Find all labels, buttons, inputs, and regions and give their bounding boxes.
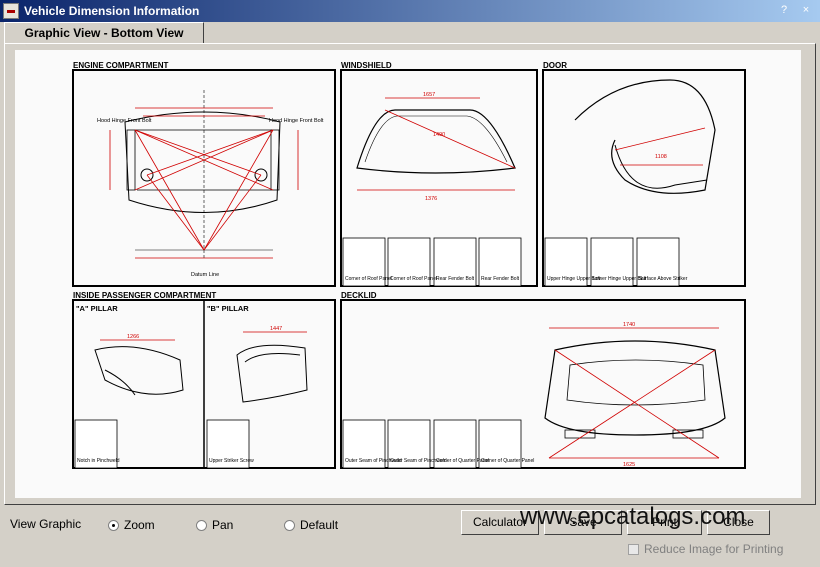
- hood-hinge-right-label: Hood Hinge Front Bolt: [269, 118, 324, 124]
- thumb-ws-4-label: Rear Fender Bolt: [481, 276, 520, 282]
- datum-line-label: Datum Line: [191, 272, 219, 278]
- zoom-radio[interactable]: [108, 520, 119, 531]
- watermark: www.epcatalogs.com: [520, 503, 746, 530]
- decklid-drawing: [544, 327, 726, 459]
- door-drawing: 1108: [574, 79, 716, 194]
- close-button[interactable]: Close: [707, 510, 770, 535]
- thumb-ws-2-label: Corner of Roof Panel: [390, 276, 437, 282]
- windshield-width-value: 1657: [423, 92, 435, 98]
- engine-compartment-title: ENGINE COMPARTMENT: [73, 61, 169, 70]
- save-button[interactable]: Save: [544, 510, 622, 535]
- engine-compartment-frame: [72, 69, 336, 287]
- decklid-frame: [340, 299, 746, 469]
- engine-compartment-drawing: Hood Hinge Front Bolt Hood Hinge Front B…: [97, 90, 324, 278]
- windshield-thumbnails: [342, 237, 522, 287]
- a-pillar-drawing: [94, 339, 184, 396]
- tab-strip: Graphic View - Bottom View: [0, 22, 820, 44]
- door-thumbnails: [544, 237, 680, 287]
- app-icon: [3, 3, 19, 19]
- pan-label[interactable]: Pan: [212, 518, 234, 532]
- decklid-title: DECKLID: [341, 291, 377, 300]
- close-window-button[interactable]: ×: [802, 4, 810, 16]
- help-button[interactable]: ?: [780, 4, 788, 16]
- decklid-thumbnails: [342, 419, 522, 469]
- thumb-door-3-label: Surface Above Striker: [639, 276, 688, 282]
- door-title: DOOR: [543, 61, 567, 70]
- decklid-bottom-value: 1625: [623, 462, 635, 468]
- thumb-dl-3-label: Corner of Quarter Panel: [436, 458, 489, 464]
- tab-graphic-view[interactable]: Graphic View - Bottom View: [4, 22, 204, 43]
- decklid-top-value: 1740: [623, 322, 635, 328]
- pan-radio[interactable]: [196, 520, 207, 531]
- view-graphic-label: View Graphic: [10, 517, 82, 531]
- thumb-door-2-label: Lower Hinge Upper Bolt: [593, 276, 647, 282]
- hood-hinge-left-label: Hood Hinge Front Bolt: [97, 118, 152, 124]
- reduce-image-checkbox[interactable]: [628, 544, 639, 555]
- windshield-bottom-value: 1376: [425, 196, 437, 202]
- dimension-graphic[interactable]: ENGINE COMPARTMENT WINDSHIELD DOOR INSID…: [15, 50, 801, 498]
- reduce-image-label[interactable]: Reduce Image for Printing: [644, 542, 784, 556]
- thumb-ws-1-label: Corner of Roof Panel: [345, 276, 392, 282]
- thumb-dl-4-label: Corner of Quarter Panel: [481, 458, 534, 464]
- thumb-dl-2-label: Outer Seam of Pinchweld: [390, 458, 447, 464]
- bottom-bar: View Graphic Zoom Pan Default Calculator…: [0, 505, 820, 567]
- window-title: Vehicle Dimension Information: [24, 4, 200, 18]
- default-label[interactable]: Default: [300, 518, 339, 532]
- thumb-a-pillar-label: Notch in Pinchweld: [77, 458, 120, 464]
- passenger-title: INSIDE PASSENGER COMPARTMENT: [73, 291, 216, 300]
- door-dim-value: 1108: [655, 154, 667, 160]
- windshield-drawing: 1657 1490 1376: [356, 92, 516, 202]
- calculator-button[interactable]: Calculator: [461, 510, 539, 535]
- tab-panel: ENGINE COMPARTMENT WINDSHIELD DOOR INSID…: [4, 43, 816, 505]
- zoom-label[interactable]: Zoom: [124, 518, 155, 532]
- default-radio[interactable]: [284, 520, 295, 531]
- a-pillar-title: "A" PILLAR: [76, 304, 118, 313]
- thumb-ws-3-label: Rear Fender Bolt: [436, 276, 475, 282]
- b-pillar-drawing: [236, 331, 308, 403]
- thumb-dl-1-label: Outer Seam of Pinchweld: [345, 458, 402, 464]
- windshield-diag-value: 1490: [433, 132, 445, 138]
- a-pillar-dim-value: 1266: [127, 334, 139, 340]
- b-pillar-title: "B" PILLAR: [207, 304, 249, 313]
- thumb-door-1-label: Upper Hinge Upper Bolt: [547, 276, 601, 282]
- b-pillar-dim-value: 1447: [270, 326, 282, 332]
- thumb-b-pillar-label: Upper Striker Screw: [209, 458, 254, 464]
- title-bar: Vehicle Dimension Information ? ×: [0, 0, 820, 22]
- print-button[interactable]: Print: [627, 510, 702, 535]
- windshield-title: WINDSHIELD: [341, 61, 392, 70]
